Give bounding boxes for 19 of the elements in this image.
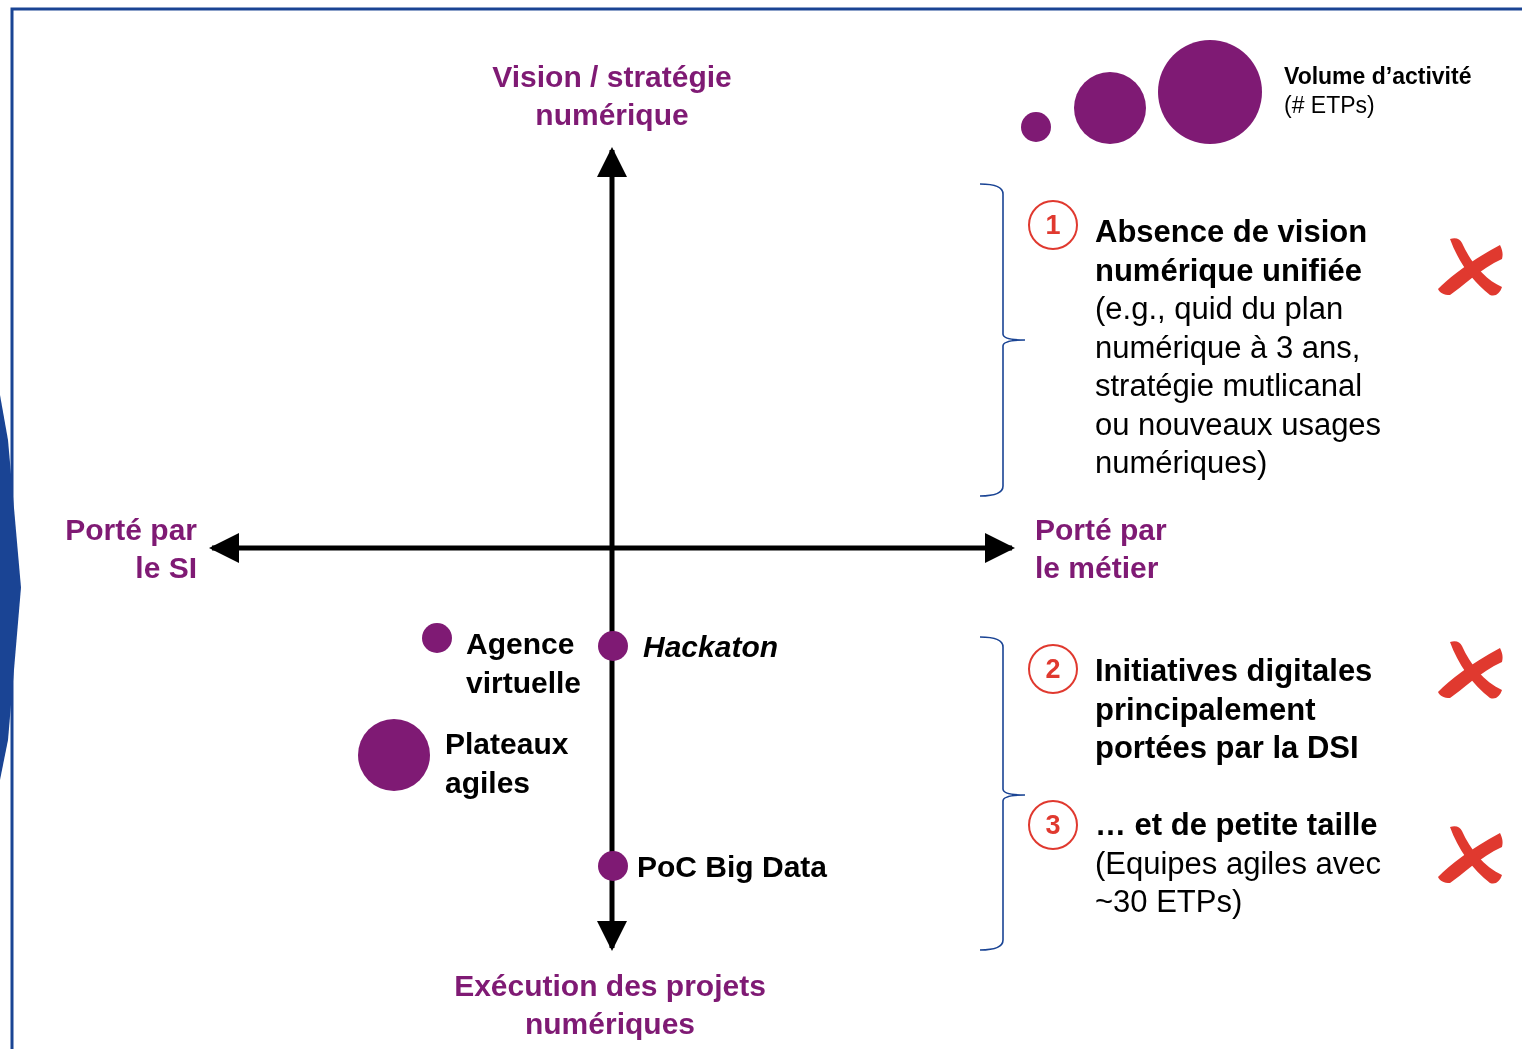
bubble (598, 851, 628, 881)
axis-title: Porté par le SI (64, 512, 197, 586)
bubble-label: PoC Big Data (637, 849, 829, 885)
axis-title: Exécution des projets numériques (453, 968, 767, 1042)
legend-text: Volume d’activité (# ETPs) (1284, 62, 1473, 120)
circled-number: 3 (1028, 800, 1078, 850)
axis-title: Vision / stratégie numérique (491, 59, 733, 133)
bubble (598, 631, 628, 661)
chevron-shape (0, 395, 21, 780)
item-description: Initiatives digitales principalement portées par la DSI (1095, 652, 1374, 767)
bubble-label: Hackaton (643, 629, 780, 665)
item-description: … et de petite taille (Equipes agiles avec ~30 ETPs) (1095, 806, 1383, 921)
bubble-label: Plateaux agiles (445, 726, 570, 801)
bubble (422, 623, 452, 653)
item-description: Absence de vision numérique unifiée (e.g., quid du plan numérique à 3 ans, stratégie mutlicanal ou nouveaux usages numériques) (1095, 213, 1383, 482)
axis-title: Porté par le métier (1035, 512, 1168, 586)
bubble-label: Agence virtuelle (466, 626, 583, 701)
circled-number: 1 (1028, 200, 1078, 250)
circled-number: 2 (1028, 644, 1078, 694)
